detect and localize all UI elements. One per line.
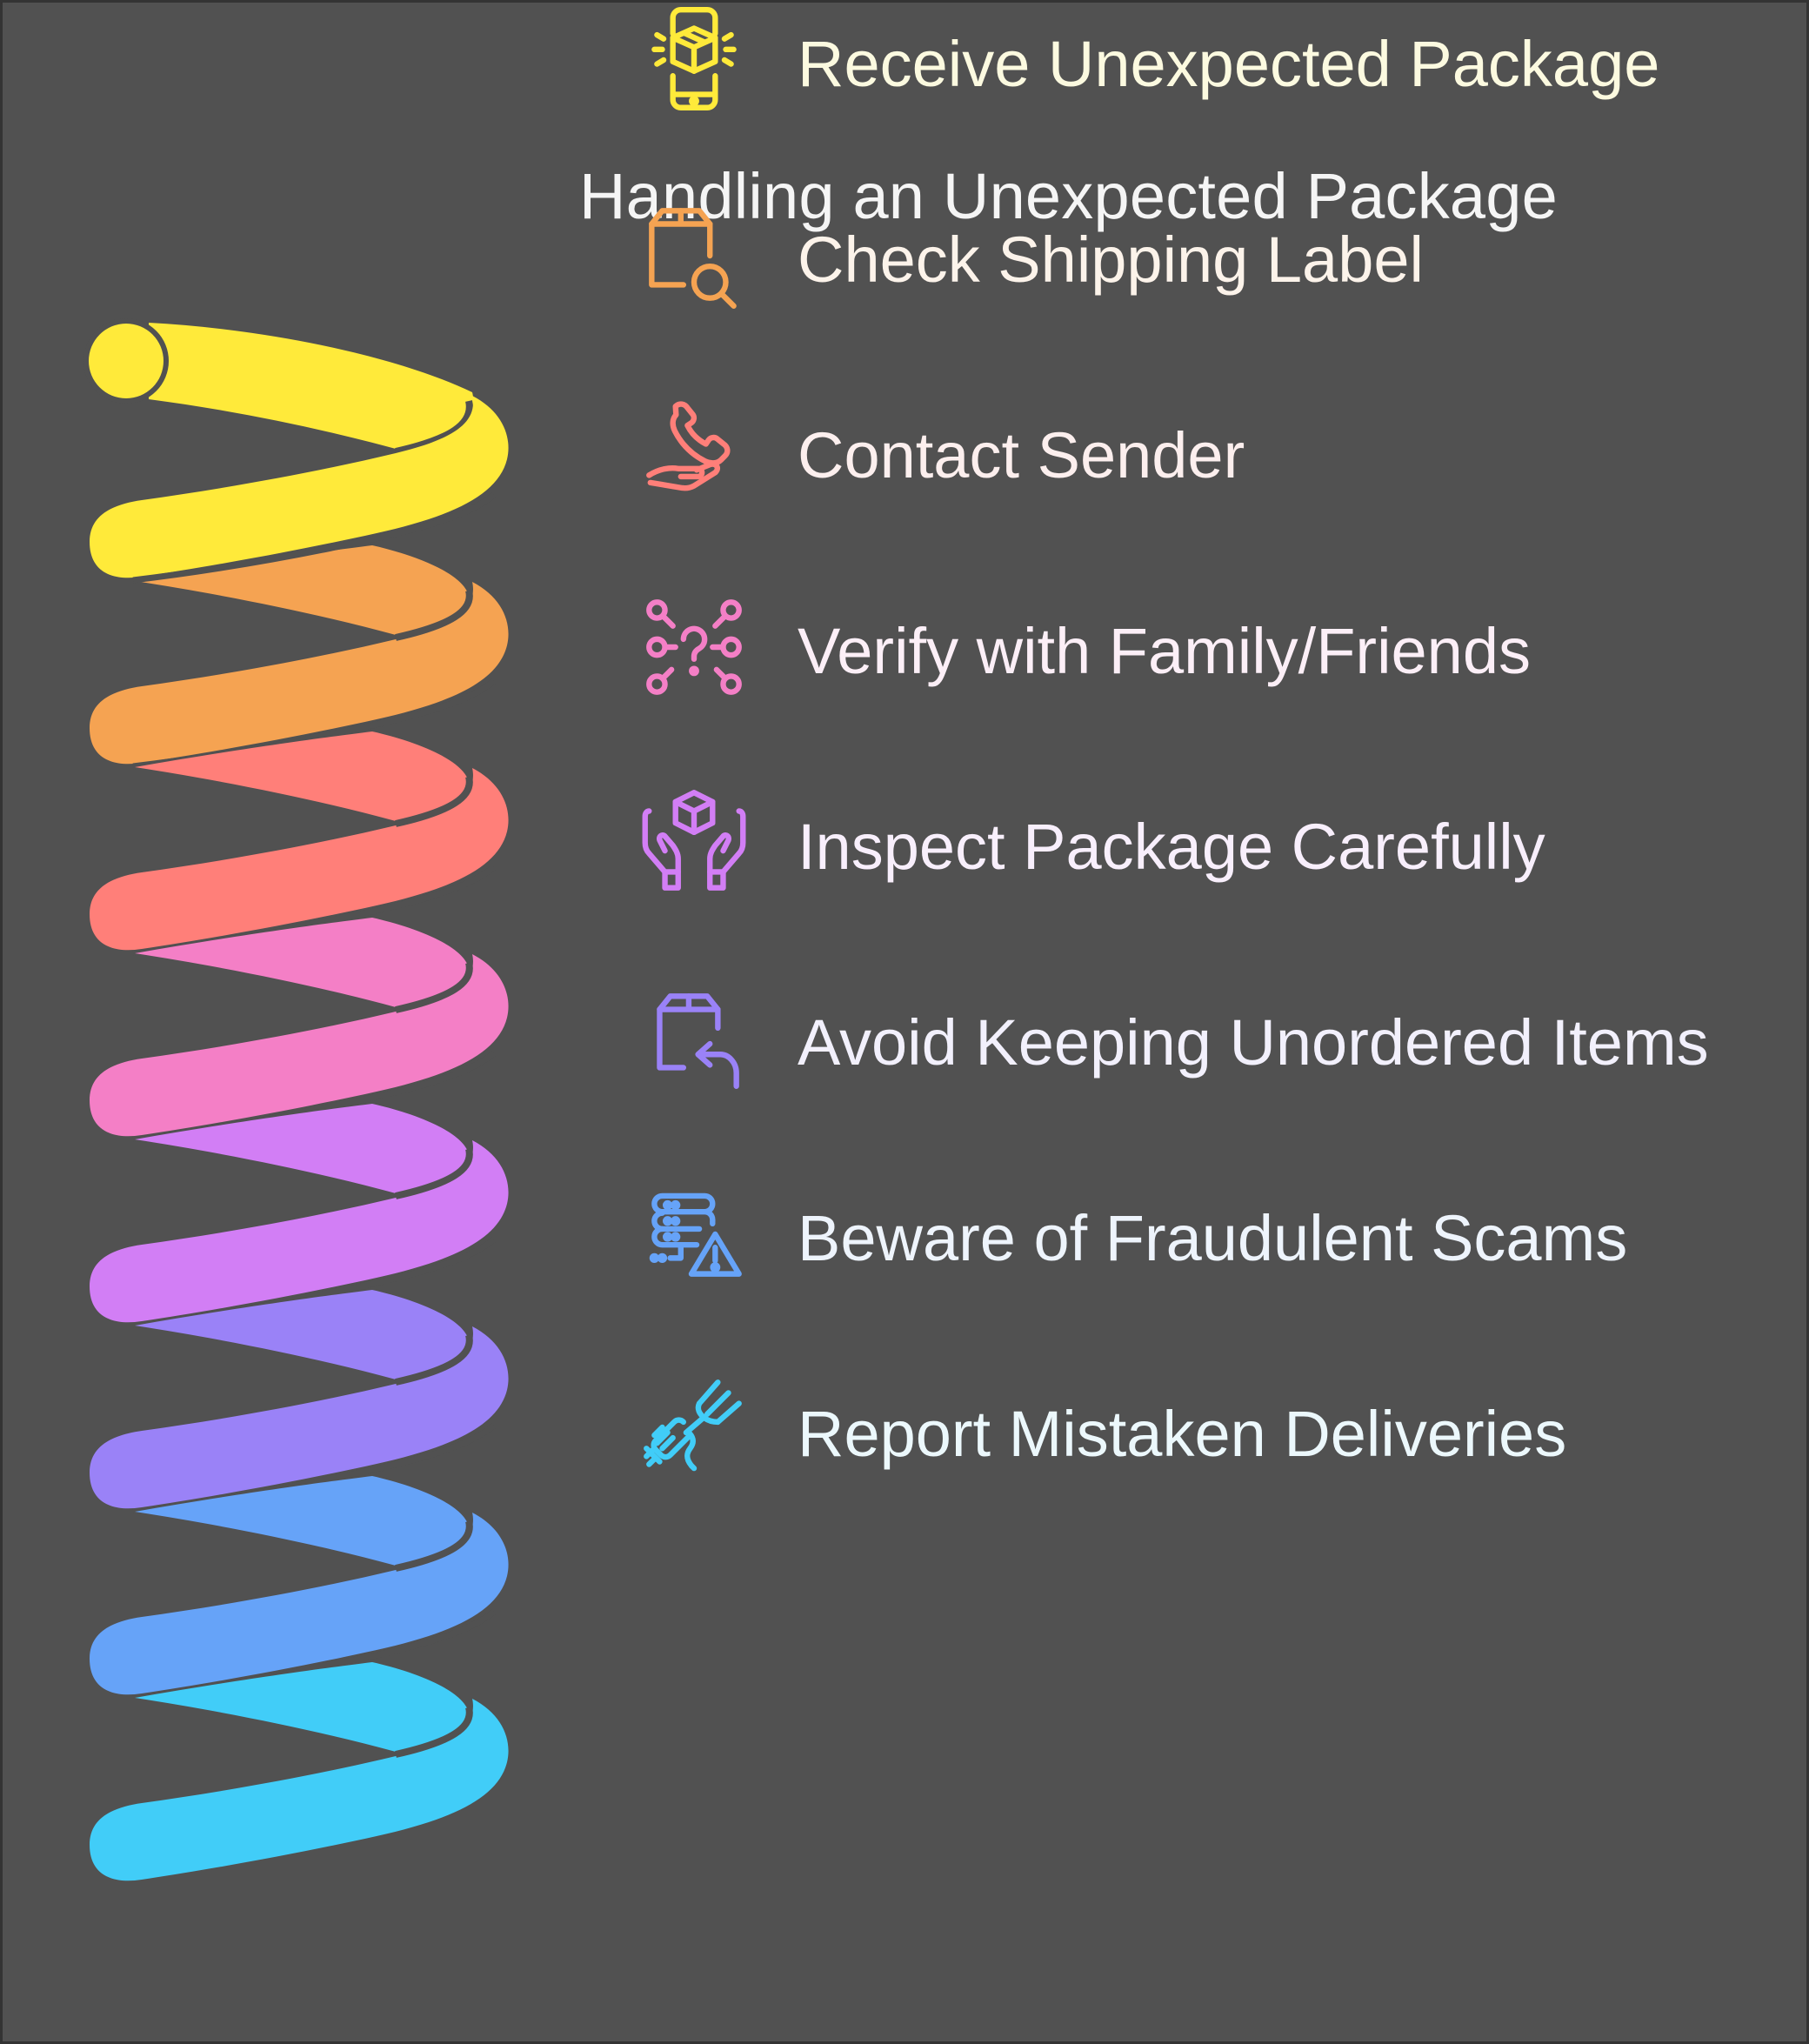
spiral-end-cap xyxy=(89,324,164,398)
network-question-icon xyxy=(631,584,758,711)
spiral-coil-graphic xyxy=(83,318,509,1881)
step-row-report: Report Mistaken Deliveries xyxy=(3,1373,1806,1504)
step-row-verify: Verify with Family/Friends xyxy=(3,591,1806,721)
server-warning-icon xyxy=(631,1171,758,1298)
spiral-segment xyxy=(90,1476,509,1695)
step-label: Check Shipping Label xyxy=(798,224,1424,296)
step-label: Contact Sender xyxy=(798,419,1245,491)
step-label: Verify with Family/Friends xyxy=(798,615,1531,687)
step-row-avoid-keeping: Avoid Keeping Unordered Items xyxy=(3,982,1806,1112)
step-label: Inspect Package Carefully xyxy=(798,811,1545,883)
step-label: Beware of Fraudulent Scams xyxy=(798,1202,1628,1274)
hand-phone-icon xyxy=(631,388,758,515)
hands-package-icon xyxy=(631,779,758,906)
phone-package-icon xyxy=(631,3,758,124)
step-label: Report Mistaken Deliveries xyxy=(798,1398,1567,1470)
package-return-icon xyxy=(631,975,758,1102)
step-label: Receive Unexpected Package xyxy=(798,28,1660,100)
spiral-segment xyxy=(90,1104,509,1323)
spiral-segment xyxy=(90,396,509,578)
step-row-inspect: Inspect Package Carefully xyxy=(3,786,1806,917)
spiral-segment xyxy=(90,731,509,951)
step-row-receive: Receive Unexpected Package xyxy=(3,3,1806,134)
step-row-beware-scams: Beware of Fraudulent Scams xyxy=(3,1178,1806,1308)
hand-fork-icon xyxy=(631,1366,758,1493)
spiral-segment xyxy=(90,918,509,1137)
step-row-contact-sender: Contact Sender xyxy=(3,395,1806,525)
step-label: Avoid Keeping Unordered Items xyxy=(798,1006,1709,1079)
spiral-segment xyxy=(90,1290,509,1509)
spiral-top-start xyxy=(83,318,474,455)
package-search-icon xyxy=(631,192,758,319)
diagram-title: Handling an Unexpected Package xyxy=(579,160,1558,232)
spiral-segment xyxy=(90,1662,509,1881)
step-row-check-label: Check Shipping Label xyxy=(3,199,1806,330)
